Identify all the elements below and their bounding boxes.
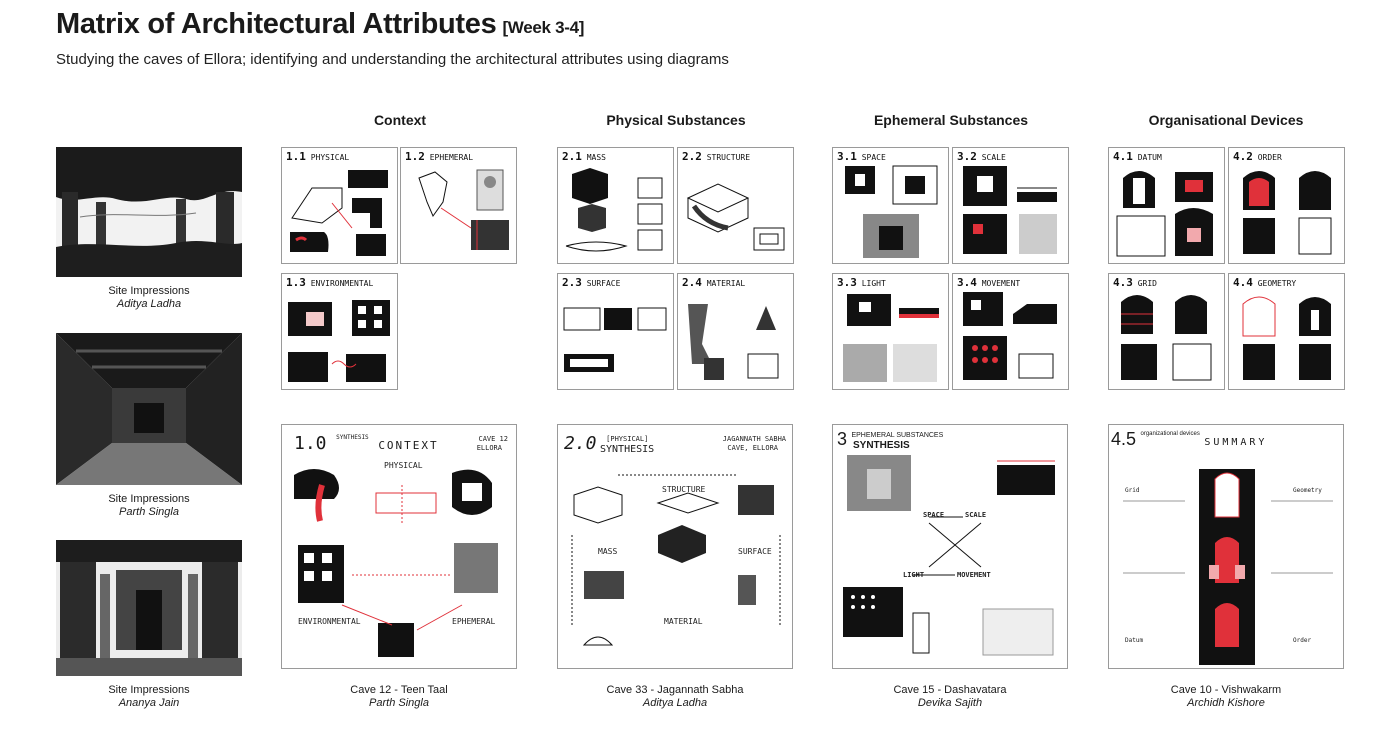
synthesis-label-environmental: ENVIRONMENTAL — [298, 617, 361, 626]
thumb-label: 1.3 ENVIRONMENTAL — [286, 276, 374, 289]
synthesis-tag: JAGANNATH SABHA — [722, 435, 786, 443]
thumb-label: 3.4 MOVEMENT — [957, 276, 1021, 289]
thumb-organisational-datum[interactable]: 4.1 DATUM — [1108, 147, 1225, 264]
site-caption-3: Site Impressions Ananya Jain — [56, 684, 242, 710]
thumb-label: 1.2 EPHEMERAL — [405, 150, 474, 163]
column-heading-organisational: Organisational Devices — [1148, 112, 1304, 128]
thumb-label: 2.2 STRUCTURE — [682, 150, 751, 163]
synthesis-label-order: Order — [1293, 637, 1312, 644]
synthesis-label-geometry: Geometry — [1293, 487, 1322, 494]
thumb-physical-structure[interactable]: 2.2 STRUCTURE — [677, 147, 794, 264]
synthesis-ephemeral[interactable]: 3 EPHEMERAL SUBSTANCES SYNTHESIS SPACE S… — [832, 424, 1068, 669]
synthesis-label-movement: MOVEMENT — [957, 571, 991, 579]
cave-author: Devika Sajith — [917, 697, 983, 709]
site-image-aditya[interactable] — [56, 147, 242, 277]
site-image-parth[interactable] — [56, 333, 242, 485]
site-caption-author: Aditya Ladha — [116, 298, 182, 310]
title-text: Matrix of Architectural Attributes — [56, 8, 497, 40]
synthesis-label-structure: STRUCTURE — [662, 485, 706, 494]
site-caption-author: Parth Singla — [119, 506, 179, 518]
synthesis-physical[interactable]: 2.0 [PHYSICAL] SYNTHESIS JAGANNATH SABHA… — [557, 424, 793, 669]
thumb-ephemeral-space[interactable]: 3.1 SPACE — [832, 147, 949, 264]
cave-name: Cave 12 - Teen Taal — [350, 684, 448, 696]
cave-caption-3: Cave 15 - Dashavatara Devika Sajith — [832, 684, 1068, 710]
thumb-label: 2.4 MATERIAL — [682, 276, 746, 289]
cave-author: Aditya Ladha — [642, 697, 708, 709]
synthesis-context[interactable]: 1.0 SYNTHESIS CONTEXT CAVE 12 ELLORA PHY… — [281, 424, 517, 669]
thumb-label: 2.3 SURFACE — [562, 276, 621, 289]
thumb-label: 3.3 LIGHT — [837, 276, 886, 289]
site-caption-label: Site Impressions — [108, 285, 190, 297]
column-heading-context: Context — [373, 112, 427, 128]
site-image-ananya[interactable] — [56, 540, 242, 676]
cave-name: Cave 10 - Vishwakarm — [1170, 684, 1282, 696]
cave-caption-4: Cave 10 - Vishwakarm Archidh Kishore — [1108, 684, 1344, 710]
synthesis-label-ephemeral: EPHEMERAL — [452, 617, 496, 626]
synthesis-tag2: CAVE, ELLORA — [727, 444, 778, 452]
synthesis-label-surface: SURFACE — [738, 547, 772, 556]
synthesis-label-scale: SCALE — [965, 511, 987, 519]
synthesis-label-physical: PHYSICAL — [384, 461, 423, 470]
thumb-label: 3.1 SPACE — [837, 150, 886, 163]
synthesis-label-datum: Datum — [1125, 637, 1144, 644]
synthesis-heading: 4.5 organizational devices SUMMARY — [1111, 429, 1268, 449]
synthesis-label-material: MATERIAL — [664, 617, 703, 626]
thumb-physical-material[interactable]: 2.4 MATERIAL — [677, 273, 794, 390]
thumb-organisational-grid[interactable]: 4.3 GRID — [1108, 273, 1225, 390]
synthesis-label-space: SPACE — [923, 511, 945, 519]
thumb-label: 4.4 GEOMETRY — [1233, 276, 1297, 289]
synthesis-tag2: ELLORA — [476, 444, 502, 452]
site-caption-label: Site Impressions — [108, 493, 190, 505]
cave-name: Cave 15 - Dashavatara — [893, 684, 1007, 696]
synthesis-label-mass: MASS — [598, 547, 618, 556]
thumb-physical-mass[interactable]: 2.1 MASS — [557, 147, 674, 264]
column-heading-ephemeral: Ephemeral Substances — [873, 112, 1029, 128]
thumb-ephemeral-scale[interactable]: 3.2 SCALE — [952, 147, 1069, 264]
site-caption-label: Site Impressions — [108, 684, 190, 696]
site-caption-1: Site Impressions Aditya Ladha — [56, 285, 242, 311]
thumb-label: 4.1 DATUM — [1113, 150, 1162, 163]
cave-name: Cave 33 - Jagannath Sabha — [606, 684, 744, 696]
page-title: Matrix of Architectural Attributes [Week … — [56, 8, 584, 41]
thumb-label: 3.2 SCALE — [957, 150, 1006, 163]
synthesis-heading: 3 EPHEMERAL SUBSTANCES SYNTHESIS — [837, 429, 944, 451]
synthesis-tag: CAVE 12 — [478, 435, 508, 443]
thumb-ephemeral-light[interactable]: 3.3 LIGHT — [832, 273, 949, 390]
site-caption-2: Site Impressions Parth Singla — [56, 493, 242, 519]
thumb-physical-surface[interactable]: 2.3 SURFACE — [557, 273, 674, 390]
cave-caption-1: Cave 12 - Teen Taal Parth Singla — [281, 684, 517, 710]
thumb-organisational-geometry[interactable]: 4.4 GEOMETRY — [1228, 273, 1345, 390]
synthesis-heading: 2.0 [PHYSICAL] SYNTHESIS — [564, 433, 655, 455]
thumb-context-physical[interactable]: 1.1 PHYSICAL — [281, 147, 398, 264]
thumb-label: 4.2 ORDER — [1233, 150, 1282, 163]
cave-author: Archidh Kishore — [1187, 697, 1265, 709]
cave-caption-2: Cave 33 - Jagannath Sabha Aditya Ladha — [557, 684, 793, 710]
thumb-label: 4.3 GRID — [1113, 276, 1157, 289]
site-caption-author: Ananya Jain — [118, 697, 180, 709]
thumb-context-environmental[interactable]: 1.3 ENVIRONMENTAL — [281, 273, 398, 390]
synthesis-organisational[interactable]: 4.5 organizational devices SUMMARY Grid … — [1108, 424, 1344, 669]
thumb-organisational-order[interactable]: 4.2 ORDER — [1228, 147, 1345, 264]
thumb-label: 2.1 MASS — [562, 150, 606, 163]
week-label: [Week 3-4] — [502, 18, 585, 37]
page-subtitle: Studying the caves of Ellora; identifyin… — [56, 51, 729, 68]
thumb-ephemeral-movement[interactable]: 3.4 MOVEMENT — [952, 273, 1069, 390]
synthesis-heading: 1.0 SYNTHESIS CONTEXT — [294, 433, 439, 454]
column-heading-physical: Physical Substances — [606, 112, 746, 128]
cave-author: Parth Singla — [369, 697, 429, 709]
thumb-label: 1.1 PHYSICAL — [286, 150, 350, 163]
thumb-context-ephemeral[interactable]: 1.2 EPHEMERAL — [400, 147, 517, 264]
synthesis-label-grid: Grid — [1125, 487, 1140, 494]
